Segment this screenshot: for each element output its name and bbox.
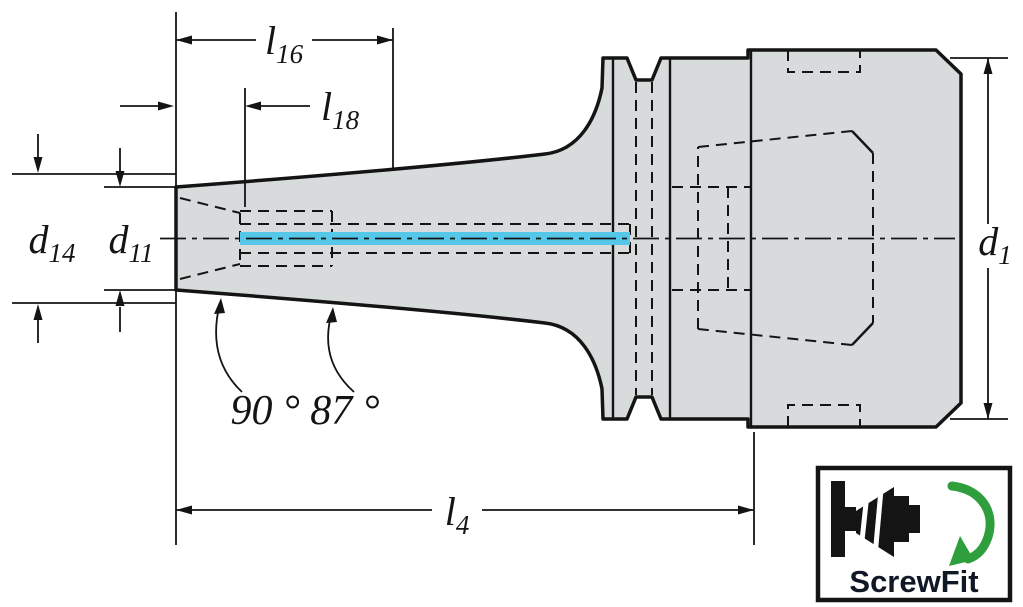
dim-arrow (33, 304, 43, 320)
icon-cone-stripe (872, 489, 884, 557)
label-masks (256, 22, 1020, 534)
dimension-d11 (115, 148, 125, 332)
dim-arrow (983, 58, 993, 74)
dim-label-d1: d1 (978, 219, 1012, 270)
dim-arrow (245, 101, 261, 111)
logo-frame (815, 465, 1013, 603)
drive-slot-bottom (787, 404, 861, 427)
rotation-arrow-head (949, 536, 974, 566)
dim-arrow (115, 171, 125, 187)
angle-label: 90 ° 87 ° (230, 388, 379, 434)
mask-d1 (968, 224, 1020, 268)
mask-l4 (432, 492, 482, 534)
dim-arrow (176, 505, 192, 515)
icon-flange-bar (831, 481, 845, 557)
nose-internal-hidden-lines (179, 197, 631, 280)
dim-arrow (738, 505, 754, 515)
dimension-labels: l16 l18 d14 d11 90 ° 87 ° l4 d1 (29, 18, 1012, 540)
screwfit-logo: ScrewFit (815, 465, 1013, 603)
dim-arrow (158, 101, 174, 111)
dim-arrow (176, 35, 192, 45)
dim-label-l16: l16 (265, 18, 304, 69)
leader-arrow (214, 298, 225, 314)
cavity-chamfer-bottom (851, 322, 874, 346)
dim-arrow (983, 403, 993, 419)
icon-neck (845, 507, 856, 531)
internal-taper-top (179, 197, 241, 214)
rotation-arrow-curve (947, 481, 995, 564)
cavity-bottom (697, 328, 853, 346)
icon-cone (856, 487, 894, 557)
mask-l16 (256, 22, 312, 62)
rotation-arrow-icon (947, 481, 995, 566)
leader-87deg (327, 311, 355, 393)
icon-end-block (894, 496, 909, 542)
dim-arrow (115, 290, 125, 306)
cavity-chamfer-top (851, 130, 874, 154)
icon-end-tip (909, 505, 920, 533)
dimension-l18 (120, 101, 310, 111)
dimension-d14 (33, 134, 43, 343)
dim-label-d14: d14 (29, 217, 76, 268)
drive-slot-top (787, 50, 861, 73)
leader-arrow (326, 307, 337, 323)
dim-label-d11: d11 (109, 217, 154, 268)
dim-arrow (33, 157, 43, 173)
dim-label-l18: l18 (321, 84, 360, 135)
icon-cone-stripe (858, 493, 870, 551)
leader-90deg (215, 302, 243, 393)
extension-lines (12, 12, 1008, 545)
angle-leaders (214, 298, 355, 393)
dim-arrow (377, 35, 393, 45)
logo-text: ScrewFit (849, 564, 978, 599)
flange-hidden-lines (635, 82, 752, 395)
screwfit-tool-icon (831, 481, 920, 557)
cavity-top (697, 130, 853, 148)
dim-label-l4: l4 (445, 489, 470, 540)
internal-taper-bottom (179, 263, 241, 280)
